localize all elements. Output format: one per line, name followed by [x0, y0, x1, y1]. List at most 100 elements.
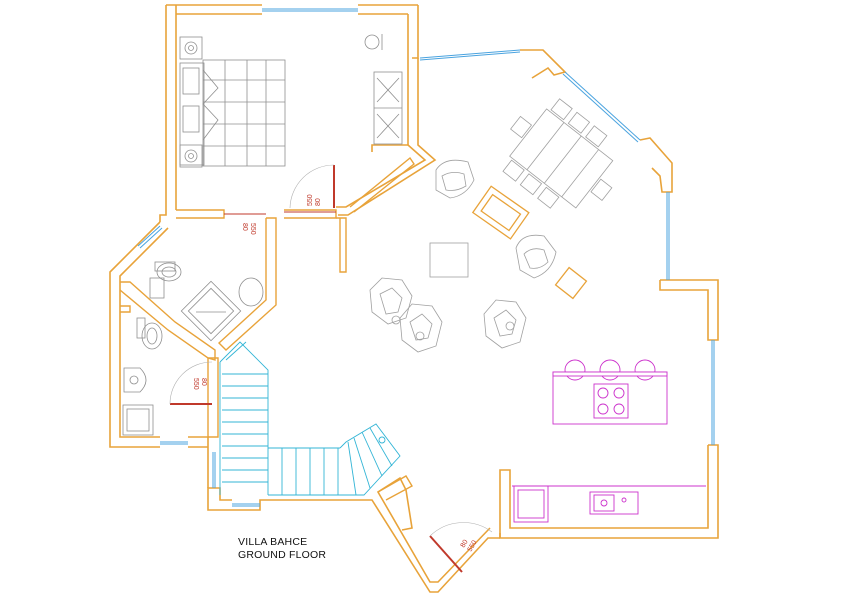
toilet-2-seat — [146, 327, 158, 345]
kitchen — [512, 359, 706, 523]
table-div-2 — [544, 135, 582, 184]
plant-bedroom — [364, 34, 380, 50]
fireplace-outer — [471, 185, 530, 240]
living-accent — [471, 185, 588, 300]
sofa-chair-3 — [483, 299, 527, 349]
coffee-table — [429, 242, 469, 278]
wall-ne-corner — [520, 49, 567, 79]
door-bath1-label-top: 550 — [249, 223, 256, 235]
door-bedroom-label-top: 550 — [307, 194, 314, 206]
wall-se — [499, 444, 719, 539]
door-bedroom-label-bottom: 80 — [315, 198, 322, 206]
stool-1 — [564, 359, 586, 381]
stairs — [219, 341, 401, 496]
toilet-1-tank — [154, 261, 176, 272]
chair-8 — [590, 178, 613, 201]
armchair-1 — [435, 159, 475, 199]
living-furniture — [369, 98, 614, 353]
stair-newel — [378, 436, 386, 444]
step-l1 — [347, 441, 357, 496]
sink-2-drain — [129, 375, 139, 385]
window-ne-2 — [562, 73, 639, 143]
shower-1-inner — [187, 287, 235, 335]
lamp-top — [184, 41, 198, 55]
wall-east-corner — [639, 137, 673, 193]
wall-left-upper-inner — [119, 227, 169, 438]
sofa-chair-2-seat — [409, 313, 433, 341]
chair-1 — [550, 98, 573, 121]
sofa-chair-1 — [369, 277, 413, 325]
sofa-chair-2 — [399, 303, 443, 353]
lamp-bottom — [184, 149, 198, 163]
armchair-2 — [515, 234, 557, 279]
interior-walls — [119, 156, 415, 501]
door-bath2-swing — [169, 361, 213, 405]
bed — [202, 59, 286, 167]
door-bath1-label-bottom: 80 — [241, 223, 248, 231]
faucet — [621, 497, 627, 503]
bathroom-1-fixtures — [149, 261, 264, 342]
wall-hall — [336, 217, 347, 273]
side-table-2 — [415, 331, 425, 341]
chair-4 — [502, 159, 525, 182]
table-div-1 — [526, 122, 565, 170]
nightstand-bottom — [179, 144, 203, 168]
chair-5 — [519, 173, 543, 196]
nightstand-top — [179, 36, 203, 60]
tub-1 — [238, 277, 264, 307]
wall-bath-divider — [119, 281, 216, 361]
bed-fold — [202, 69, 219, 141]
door-labels: 550 80 550 80 80 550 550 80 — [192, 194, 479, 553]
chair-7 — [510, 115, 533, 139]
dining-set — [502, 98, 614, 209]
plan-title-line-1: VILLA BAHCE — [238, 536, 308, 548]
stair-landing — [339, 423, 401, 496]
bed-pillow-2 — [182, 105, 200, 133]
wall-bottom-notch — [377, 475, 413, 501]
armchair-2-seat — [523, 248, 549, 269]
armchair-1-seat — [441, 172, 467, 191]
burner-3 — [597, 403, 609, 415]
door-bath2-label-top: 80 — [200, 378, 207, 386]
wall-bottom-diagonal-inner — [376, 476, 491, 583]
toilet-1-bowl — [156, 262, 182, 282]
stool-3 — [634, 359, 656, 381]
wall-bedroom-right-inner — [371, 14, 409, 152]
stair-rail — [225, 341, 247, 361]
table-div-3 — [561, 149, 599, 198]
wall-bedroom-right — [412, 5, 419, 59]
windows — [137, 8, 715, 507]
burner-4 — [613, 403, 625, 415]
stool-2 — [599, 359, 621, 381]
bed-pillow-1 — [182, 67, 200, 95]
wall-bath-mid — [120, 305, 131, 313]
wall-bath2-right — [207, 357, 219, 438]
sink-1 — [149, 277, 165, 299]
bedroom-furniture — [179, 34, 403, 168]
side-table-1 — [391, 315, 401, 325]
window-living-top-2 — [419, 51, 521, 61]
step-l4 — [369, 427, 393, 467]
wall-bottom-diagonal — [232, 499, 500, 593]
window-bath-left-2 — [139, 227, 163, 249]
wall-se-inner — [499, 445, 709, 538]
bathroom-2-fixtures — [122, 317, 163, 436]
chair-3 — [585, 125, 608, 148]
lamp-top-inner — [188, 45, 194, 51]
sink-2 — [123, 367, 147, 393]
kitchen-sink — [589, 491, 639, 515]
burner-2 — [613, 387, 625, 399]
wall-left-upper — [109, 221, 161, 448]
bed-pillows — [179, 62, 205, 166]
shower-2-inner — [126, 408, 150, 432]
doors — [169, 164, 493, 573]
wall-bedroom-bottom — [176, 209, 225, 219]
chair-2 — [567, 111, 591, 134]
wall-bedroom-outer — [159, 5, 167, 222]
wardrobe-x2 — [376, 77, 400, 103]
wall-bath-bottom — [188, 436, 209, 488]
toilet-2-tank — [136, 317, 146, 339]
chair-6 — [537, 186, 560, 209]
sofa-chair-1-seat — [379, 287, 403, 315]
